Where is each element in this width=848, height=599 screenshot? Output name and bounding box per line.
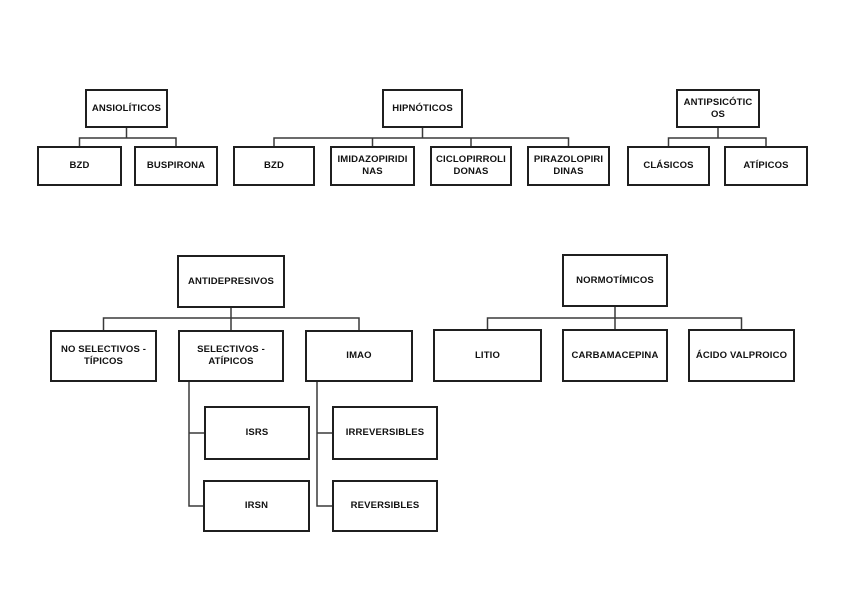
node-atipicos: ATÍPICOS: [724, 146, 808, 186]
node-reversibles: REVERSIBLES: [332, 480, 438, 532]
node-hipnoticos-bzd: BZD: [233, 146, 315, 186]
node-antidepresivos: ANTIDEPRESIVOS: [177, 255, 285, 308]
node-imao: IMAO: [305, 330, 413, 382]
connector-ansioliticos: [78, 128, 177, 146]
connector-hipnoticos: [273, 128, 570, 146]
node-buspirona: BUSPIRONA: [134, 146, 218, 186]
node-ansioliticos-bzd: BZD: [37, 146, 122, 186]
node-imidazopiridinas: IMIDAZOPIRIDI NAS: [330, 146, 415, 186]
connector-selectivos-subtree: [188, 382, 204, 507]
node-carbamacepina: CARBAMACEPINA: [562, 329, 668, 382]
node-pirazolopiridinas: PIRAZOLOPIRI DINAS: [527, 146, 610, 186]
node-selectivos-atipicos: SELECTIVOS - ATÍPICOS: [178, 330, 284, 382]
node-ansioliticos: ANSIOLÍTICOS: [85, 89, 168, 128]
node-acido-valproico: ÁCIDO VALPROICO: [688, 329, 795, 382]
node-normotimicos: NORMOTÍMICOS: [562, 254, 668, 307]
node-irreversibles: IRREVERSIBLES: [332, 406, 438, 460]
node-clasicos: CLÁSICOS: [627, 146, 710, 186]
node-ciclopirrolidonas: CICLOPIRROLI DONAS: [430, 146, 512, 186]
connector-imao-subtree: [316, 382, 332, 507]
node-litio: LITIO: [433, 329, 542, 382]
node-no-selectivos-tipicos: NO SELECTIVOS - TÍPICOS: [50, 330, 157, 382]
node-antipsicoticos: ANTIPSICÓTIC OS: [676, 89, 760, 128]
node-isrs: ISRS: [204, 406, 310, 460]
connector-normotimicos: [486, 307, 743, 329]
connector-antipsicoticos: [667, 128, 767, 146]
node-irsn: IRSN: [203, 480, 310, 532]
node-hipnoticos: HIPNÓTICOS: [382, 89, 463, 128]
connector-antidepresivos: [102, 308, 360, 330]
